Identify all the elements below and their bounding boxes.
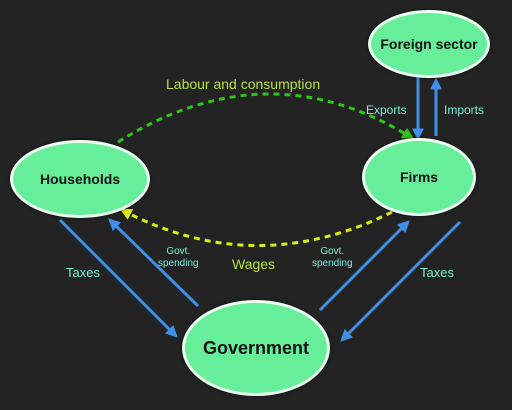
exports-label: Exports xyxy=(366,103,407,117)
govt-spending-right-line2: spending xyxy=(312,258,353,269)
foreign-sector-label: Foreign sector xyxy=(380,36,478,52)
households-node: Households xyxy=(10,140,150,218)
taxes-left-label: Taxes xyxy=(66,265,100,280)
households-label: Households xyxy=(39,171,121,187)
government-node: Government xyxy=(182,300,330,396)
govt-spending-left-line1: Govt. xyxy=(166,246,191,257)
firms-label: Firms xyxy=(399,169,439,185)
govt-spending-left-arrow xyxy=(108,218,200,308)
government-label: Government xyxy=(202,337,310,358)
govt-spending-left-label: Govt. spending xyxy=(158,246,199,270)
wages-arrow xyxy=(119,208,393,247)
govt-spending-left-line2: spending xyxy=(158,258,199,269)
firms-node: Firms xyxy=(362,138,476,216)
taxes-right-label: Taxes xyxy=(420,265,454,280)
govt-spending-right-label: Govt. spending xyxy=(312,246,353,270)
foreign-sector-node: Foreign sector xyxy=(368,10,490,78)
wages-label: Wages xyxy=(232,256,276,272)
govt-spending-right-arrow xyxy=(318,220,410,312)
imports-label: Imports xyxy=(444,103,485,117)
govt-spending-right-line1: Govt. xyxy=(320,246,345,257)
labour-consumption-label: Labour and consumption xyxy=(166,76,321,92)
taxes-left-arrow xyxy=(58,218,178,338)
labour-consumption-arrow xyxy=(117,92,415,144)
taxes-right-arrow xyxy=(340,220,462,342)
